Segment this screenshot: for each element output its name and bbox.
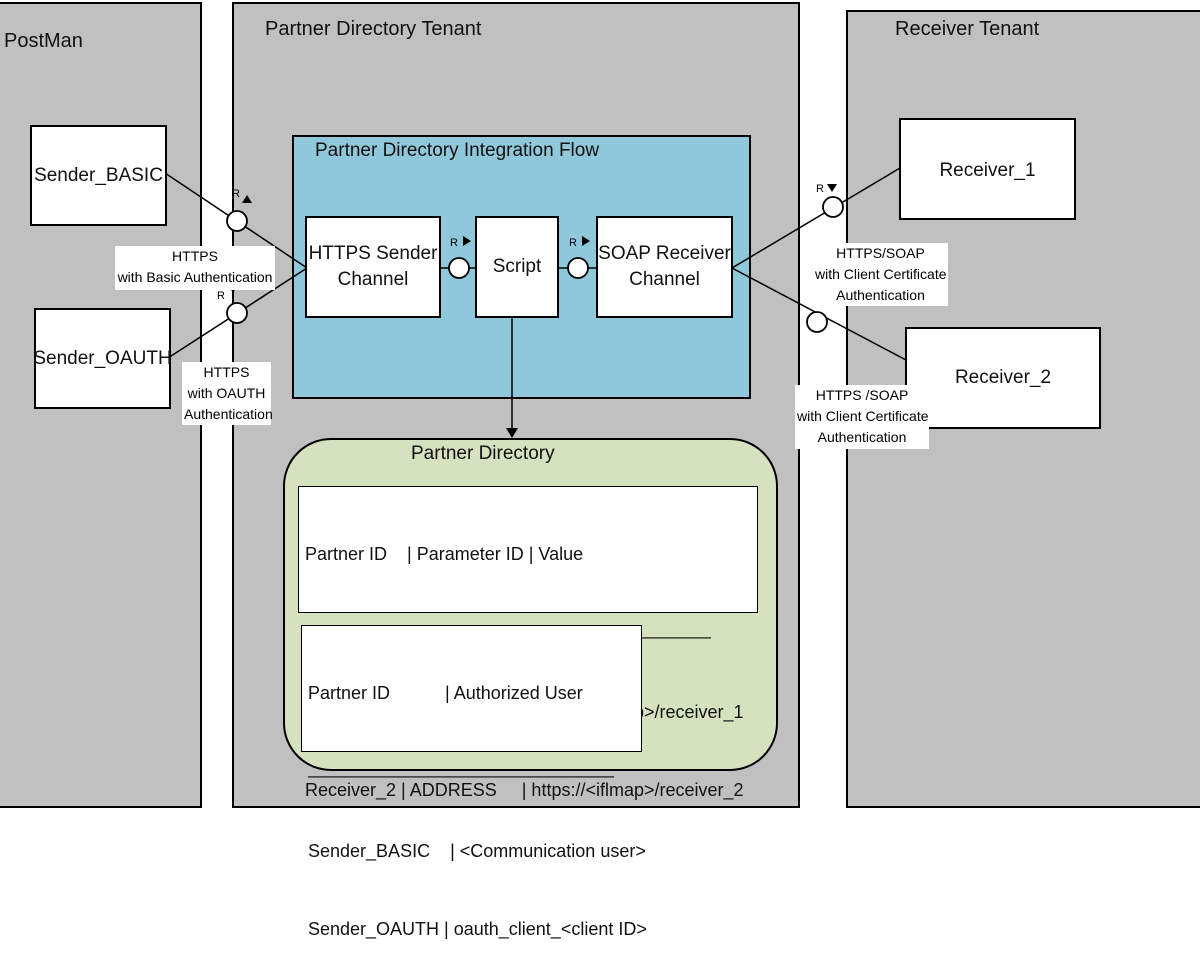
role-arrow-sender-script <box>463 236 471 246</box>
authorized-user-table-row: Sender_OAUTH | oauth_client_<client ID> <box>308 919 647 939</box>
connection-lines: R R R R R R <box>164 167 907 438</box>
receiver-tenant-title: Receiver Tenant <box>895 18 1040 40</box>
label-receiver-2-auth: HTTPS /SOAP with Client Certificate Auth… <box>795 385 929 449</box>
role-arrow-script-receiver <box>582 236 590 246</box>
integration-flow-title: Partner Directory Integration Flow <box>315 140 600 161</box>
label-receiver-1-auth: HTTPS/SOAP with Client Certificate Authe… <box>813 243 948 306</box>
port-oauth <box>226 302 248 324</box>
authorized-user-table-separator: ________________________________________… <box>308 758 614 778</box>
role-marker-oauth: R <box>217 290 225 302</box>
port-receiver-1 <box>822 196 844 218</box>
soap-receiver-channel: SOAP Receiver Channel <box>596 216 733 318</box>
role-marker-receiver-1: R <box>816 183 824 195</box>
partner-directory-tenant-title: Partner Directory Tenant <box>265 18 482 40</box>
role-marker-basic: R <box>232 188 240 200</box>
sender-basic: Sender_BASIC <box>30 125 167 226</box>
port-sender-script <box>448 257 470 279</box>
label-oauth-auth: HTTPS with OAUTH Authentication <box>182 362 273 425</box>
https-sender-channel: HTTPS Sender Channel <box>305 216 441 318</box>
postman-tenant-title: PostMan <box>4 30 83 52</box>
parameter-table-row: Receiver_2 | ADDRESS | https://<iflmap>/… <box>305 780 744 800</box>
authorized-user-table-header: Partner ID | Authorized User <box>308 683 583 703</box>
receiver-2: Receiver_2 <box>905 327 1101 429</box>
role-marker-script-receiver: R <box>569 237 577 249</box>
port-receiver-2 <box>806 311 828 333</box>
role-arrow-basic <box>242 195 252 203</box>
partner-directory-title: Partner Directory <box>411 443 555 464</box>
arrow-to-directory <box>506 428 518 438</box>
label-basic-auth: HTTPS with Basic Authentication <box>115 246 275 290</box>
authorized-user-table: Partner ID | Authorized User ___________… <box>301 625 647 939</box>
receiver-1: Receiver_1 <box>899 118 1076 220</box>
line-receiver-1 <box>731 167 901 269</box>
parameter-table-header: Partner ID | Parameter ID | Value <box>305 544 584 564</box>
role-arrow-receiver-1 <box>827 184 837 192</box>
role-marker-sender-script: R <box>450 237 458 249</box>
port-script-receiver <box>567 257 589 279</box>
sender-oauth: Sender_OAUTH <box>33 308 172 409</box>
parameter-table: Partner ID | Parameter ID | Value ______… <box>298 486 758 800</box>
authorized-user-table-row: Sender_BASIC | <Communication user> <box>308 841 646 861</box>
port-basic <box>226 210 248 232</box>
script-step: Script <box>475 216 559 318</box>
